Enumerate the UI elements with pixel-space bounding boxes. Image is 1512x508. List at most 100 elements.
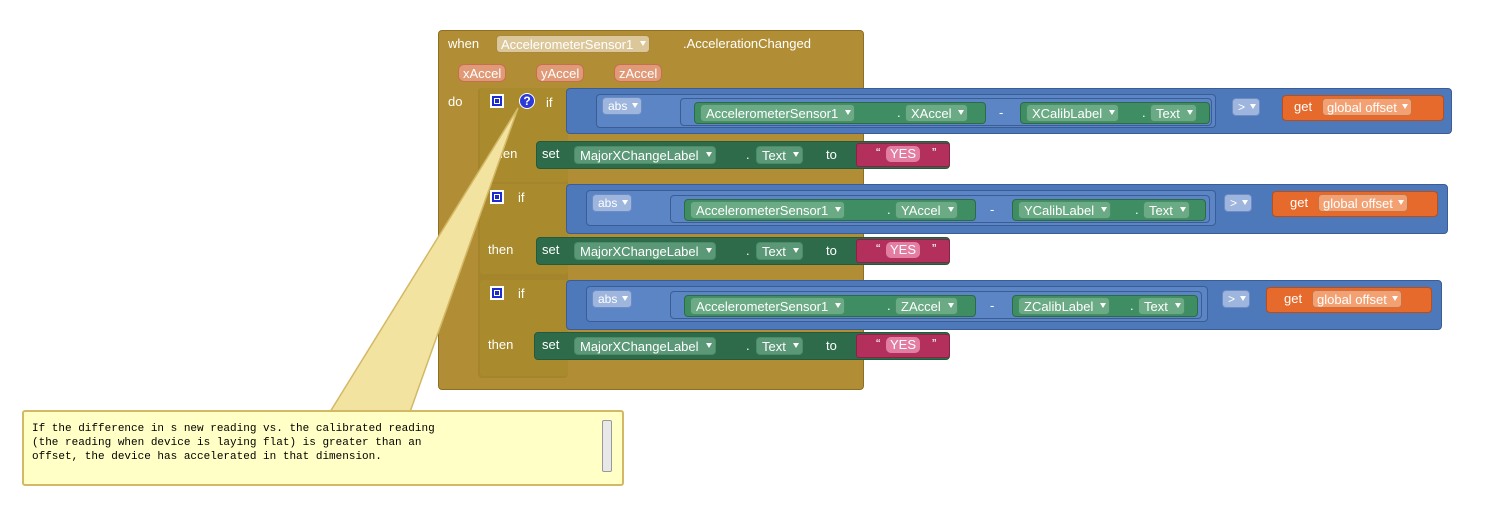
- chevron-down-icon: [1174, 303, 1181, 308]
- event-component-label: AccelerometerSensor1: [501, 37, 634, 52]
- target-dropdown[interactable]: MajorXChangeLabel: [574, 146, 716, 164]
- target-label: MajorXChangeLabel: [580, 244, 699, 259]
- quote-close: ”: [932, 241, 937, 256]
- target-prop-label: Text: [762, 339, 786, 354]
- text-value[interactable]: YES: [886, 146, 921, 162]
- sensor-dropdown[interactable]: AccelerometerSensor1: [690, 201, 846, 219]
- set-label: set: [542, 242, 560, 257]
- chevron-down-icon: [1109, 110, 1116, 115]
- chevron-down-icon: [705, 248, 712, 253]
- abs-label: abs: [608, 99, 628, 113]
- chevron-down-icon: [958, 110, 965, 115]
- chevron-down-icon: [835, 207, 842, 212]
- target-prop-label: Text: [762, 244, 786, 259]
- param-zaccel[interactable]: zAccel: [614, 64, 663, 82]
- sensor-dropdown[interactable]: AccelerometerSensor1: [690, 297, 846, 315]
- target-dropdown[interactable]: MajorXChangeLabel: [574, 337, 716, 355]
- prop-label: YAccel: [901, 203, 941, 218]
- compare-op-dropdown[interactable]: >: [1222, 290, 1251, 308]
- sensor-dropdown[interactable]: AccelerometerSensor1: [700, 104, 856, 122]
- target-prop-dropdown[interactable]: Text: [756, 242, 803, 260]
- mutator-gear-icon[interactable]: [490, 94, 504, 108]
- chevron-down-icon: [1397, 200, 1404, 205]
- var-dropdown[interactable]: global offset: [1322, 98, 1412, 116]
- calib-label: YCalibLabel: [1024, 203, 1095, 218]
- if-label: if: [546, 95, 553, 110]
- minus-sign: -: [999, 105, 1004, 120]
- target-dropdown[interactable]: MajorXChangeLabel: [574, 242, 716, 260]
- chevron-down-icon: [845, 110, 852, 115]
- event-component-dropdown[interactable]: AccelerometerSensor1: [496, 35, 651, 53]
- abs-dropdown[interactable]: abs: [592, 290, 633, 308]
- chevron-down-icon: [705, 343, 712, 348]
- chevron-down-icon: [632, 103, 639, 108]
- comment-text[interactable]: If the difference in s new reading vs. t…: [32, 423, 435, 463]
- get-label: get: [1294, 99, 1313, 114]
- param-xaccel[interactable]: xAccel: [458, 64, 507, 82]
- comment-bubble[interactable]: If the difference in s new reading vs. t…: [22, 410, 624, 486]
- var-dropdown[interactable]: global offset: [1318, 194, 1408, 212]
- get-label: get: [1290, 195, 1309, 210]
- calib-dropdown[interactable]: ZCalibLabel: [1018, 297, 1111, 315]
- to-label: to: [826, 147, 837, 162]
- calib-prop-dropdown[interactable]: Text: [1138, 297, 1185, 315]
- text-value[interactable]: YES: [886, 337, 921, 353]
- then-label: then: [488, 337, 514, 352]
- target-prop-dropdown[interactable]: Text: [756, 337, 803, 355]
- calib-dropdown[interactable]: XCalibLabel: [1026, 104, 1120, 122]
- mutator-gear-icon[interactable]: [490, 190, 504, 204]
- abs-dropdown[interactable]: abs: [602, 97, 643, 115]
- abs-label: abs: [598, 196, 618, 210]
- if-label: if: [518, 286, 525, 301]
- minus-sign: -: [990, 202, 995, 217]
- calib-dropdown[interactable]: YCalibLabel: [1018, 201, 1112, 219]
- compare-op-label: >: [1230, 196, 1238, 210]
- question-mark-icon[interactable]: ?: [519, 93, 535, 109]
- minus-sign: -: [990, 298, 995, 313]
- quote-close: ”: [932, 336, 937, 351]
- if-label: if: [518, 190, 525, 205]
- quote-close: ”: [932, 145, 937, 160]
- chevron-down-icon: [1179, 207, 1186, 212]
- calib-prop-dropdown[interactable]: Text: [1143, 201, 1190, 219]
- chevron-down-icon: [640, 41, 647, 46]
- calib-label: XCalibLabel: [1032, 106, 1103, 121]
- target-label: MajorXChangeLabel: [580, 148, 699, 163]
- chevron-down-icon: [792, 248, 799, 253]
- dot-sep: .: [746, 243, 750, 258]
- chevron-down-icon: [1101, 207, 1108, 212]
- abs-dropdown[interactable]: abs: [592, 194, 633, 212]
- chevron-down-icon: [792, 343, 799, 348]
- text-value[interactable]: YES: [886, 242, 921, 258]
- set-label: set: [542, 146, 560, 161]
- sensor-label: AccelerometerSensor1: [696, 203, 829, 218]
- dot-sep: .: [1142, 105, 1146, 120]
- compare-op-dropdown[interactable]: >: [1224, 194, 1253, 212]
- calib-prop-label: Text: [1156, 106, 1180, 121]
- mutator-gear-icon[interactable]: [490, 286, 504, 300]
- param-yaccel[interactable]: yAccel: [536, 64, 585, 82]
- event-when-label: when: [448, 36, 480, 51]
- var-label: global offset: [1323, 196, 1393, 211]
- var-label: global offset: [1317, 292, 1387, 307]
- calib-prop-dropdown[interactable]: Text: [1150, 104, 1197, 122]
- sensor-label: AccelerometerSensor1: [696, 299, 829, 314]
- prop-dropdown[interactable]: ZAccel: [895, 297, 958, 315]
- prop-label: XAccel: [911, 106, 952, 121]
- dot-sep: .: [1130, 298, 1134, 313]
- calib-prop-label: Text: [1149, 203, 1173, 218]
- var-dropdown[interactable]: global offset: [1312, 290, 1402, 308]
- prop-dropdown[interactable]: YAccel: [895, 201, 958, 219]
- comment-scrollbar[interactable]: [602, 420, 612, 472]
- chevron-down-icon: [622, 296, 629, 301]
- to-label: to: [826, 338, 837, 353]
- chevron-down-icon: [792, 152, 799, 157]
- quote-open: “: [876, 145, 881, 160]
- chevron-down-icon: [1391, 296, 1398, 301]
- then-label: then: [488, 242, 514, 257]
- var-label: global offset: [1327, 100, 1397, 115]
- prop-dropdown[interactable]: XAccel: [905, 104, 969, 122]
- compare-op-label: >: [1228, 292, 1236, 306]
- target-prop-dropdown[interactable]: Text: [756, 146, 803, 164]
- compare-op-dropdown[interactable]: >: [1232, 98, 1261, 116]
